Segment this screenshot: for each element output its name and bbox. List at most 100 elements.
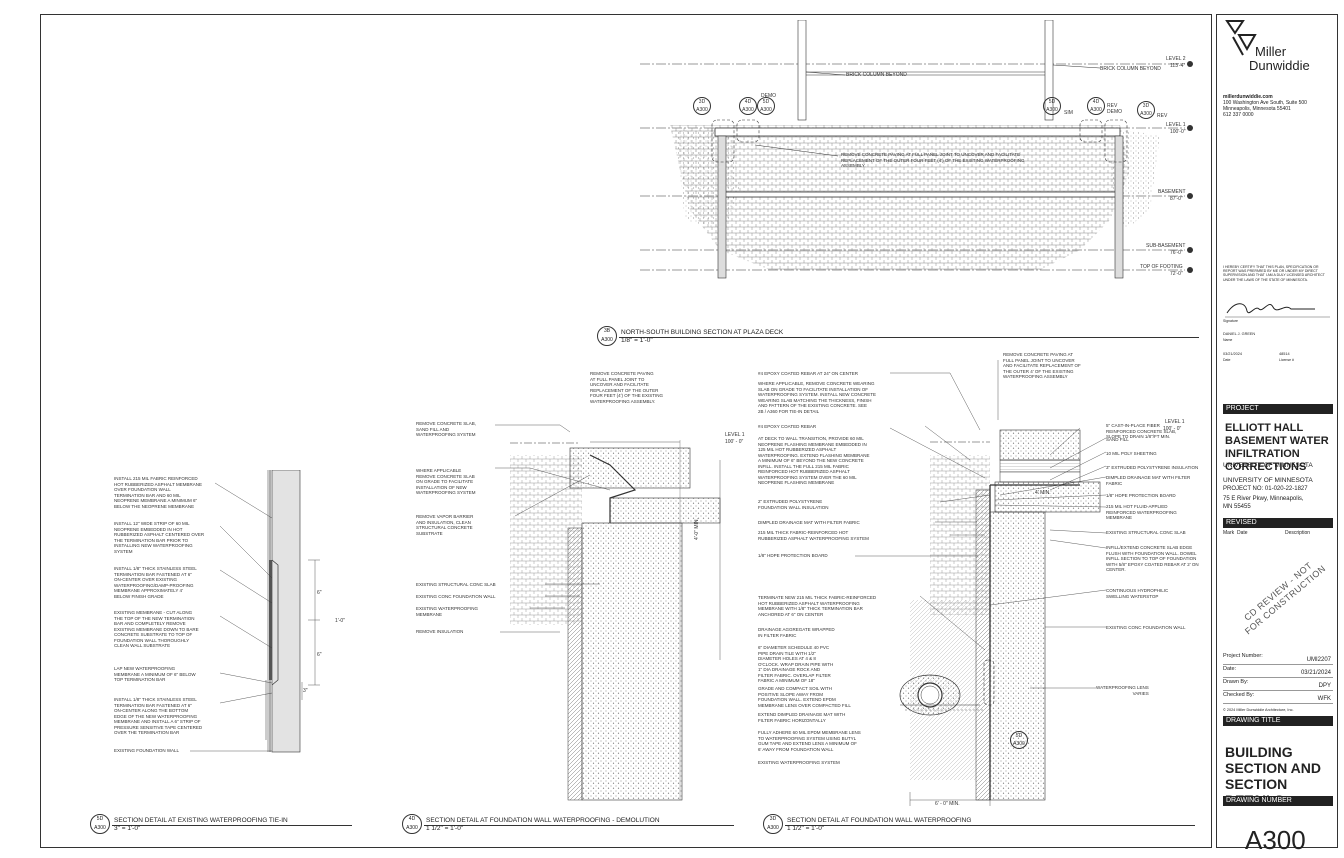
- sim-tag: SIM: [1064, 110, 1073, 116]
- detail-3d-left-note-12: GRADE AND COMPACT SOIL WITH POSITIVE SLO…: [758, 686, 851, 708]
- detail-5d-note-4: EXISTING MEMBRANE - CUT ALONG THE TOP OF…: [114, 610, 199, 648]
- project-header: PROJECT: [1223, 404, 1333, 414]
- detail-3d-left-note-11: 6" DIAMETER SCHEDULE 40 PVC PIPE DRAIN T…: [758, 645, 834, 683]
- detail-4d-note-3: REMOVE VAPOR BARRIER AND INSULATION, CLE…: [416, 514, 474, 536]
- detail-4d-note-1: REMOVE CONCRETE SLAB, SAND FILL AND WATE…: [416, 421, 477, 437]
- detail-3d-right-note-10: CONTINUOUS HYDROPHILIC SWELLING WATERSTO…: [1106, 588, 1169, 599]
- detail-4d-note-4: EXISTING STRUCTURAL CONC SLAB: [416, 582, 496, 587]
- firm-website[interactable]: millerdunwiddie.com: [1223, 94, 1273, 100]
- detail-3d-left-note-14: FULLY ADHERE 60 MIL EPDM MEMBRANE LENS T…: [758, 730, 861, 752]
- firm-logo-icon: [1225, 20, 1257, 56]
- section-3b-remove-note: REMOVE CONCRETE PAVING AT FULL PANEL JOI…: [841, 152, 1025, 168]
- project-title: ELLIOTT HALL BASEMENT WATER INFILTRATION…: [1225, 422, 1329, 473]
- site-address-1: 75 E River Pkwy, Minneapolis,: [1223, 496, 1304, 502]
- level-1-elev: 100'-0": [1170, 129, 1186, 135]
- sign-date: 03/21/2024: [1223, 352, 1243, 356]
- footing-elev: 72'-0": [1170, 271, 1183, 277]
- detail-3d-right-note-8: EXISTING STRUCTURAL CONC SLAB: [1106, 530, 1186, 535]
- detail-5d-note-7: EXISTING FOUNDATION WALL: [114, 748, 180, 753]
- detail-3d-right-note-5: DIMPLED DRAINAGE MAT WITH FILTER FABRIC: [1106, 475, 1191, 486]
- firm-phone: 612 337 0000: [1223, 112, 1254, 118]
- sub-basement-name: SUB-BASEMENT: [1146, 243, 1186, 249]
- detail-5d-scale: 3" = 1'-0": [114, 825, 141, 832]
- detail-4d-leaders: [495, 424, 610, 633]
- detail-5d-note-3: INSTALL 1/8" THICK STAINLESS STEEL TERMI…: [114, 566, 197, 599]
- level-2-elev: 113'-4": [1170, 63, 1186, 69]
- detail-4d-note-2: WHERE APPLICABLE REMOVE CONCRETE SLAB ON…: [416, 468, 476, 495]
- revised-header: REVISED: [1223, 518, 1333, 528]
- basement-name: BASEMENT: [1158, 189, 1186, 195]
- drawing-number-header: DRAWING NUMBER: [1223, 796, 1333, 806]
- rev-tag: REV: [1157, 113, 1168, 119]
- section-3b-scale: 1/8" = 1'-0": [621, 337, 653, 344]
- detail-5d-drawing: [265, 470, 320, 753]
- project-number-text: PROJECT NO: 01-020-22-1827: [1223, 486, 1308, 492]
- detail-3d-right-note-4: 3" EXTRUDED POLYSTYRENE INSULATION: [1106, 465, 1199, 470]
- client-name: UNIVERSITY OF MINNESOTA: [1223, 462, 1313, 469]
- detail-3d-left-note-5: 2" EXTRUDED POLYSTYRENE FOUNDATION WALL …: [758, 499, 829, 510]
- detail-3d-left-note-9: TERMINATE NEW 215 MIL THICK FABRIC-REINF…: [758, 595, 877, 617]
- detail-5d-leaders: [190, 482, 273, 752]
- detail-3d-left-note-7: 215 MIL THICK FABRIC-REINFORCED HOT RUBB…: [758, 530, 869, 541]
- detail-3d-top-note: REMOVE CONCRETE PAVING AT FULL PANEL JOI…: [1003, 352, 1081, 379]
- detail-4d-top-note: REMOVE CONCRETE PAVING AT FULL PANEL JOI…: [590, 371, 663, 404]
- detail-3d-leaders: [855, 372, 1107, 689]
- firm-address-1: 100 Washington Ave South, Suite 500: [1223, 100, 1307, 106]
- detail-4d-level-elev: 100' - 0": [725, 439, 744, 445]
- sub-basement-elev: 76'-0": [1170, 250, 1183, 256]
- detail-3d-right-note-2: SAND FILL: [1106, 437, 1129, 442]
- detail-3d-left-note-1: #4 EPOXY COATED REBAR AT 24" ON CENTER: [758, 371, 859, 376]
- brick-column-note-1: BRICK COLUMN BEYOND: [846, 72, 907, 78]
- license-number: 48514: [1279, 352, 1290, 356]
- rev-demo-tag: REV DEMO: [1107, 103, 1122, 115]
- detail-3d-left-note-3: #4 EPOXY COATED REBAR: [758, 424, 817, 429]
- rev-col-mark: Mark: [1223, 530, 1235, 536]
- name-label: Name: [1223, 338, 1233, 342]
- section-3b-drawing: [640, 20, 1193, 279]
- detail-4d-level-name: LEVEL 1: [725, 432, 745, 438]
- footing-name: TOP OF FOOTING: [1140, 264, 1183, 270]
- detail-3d-left-note-10: DRAINAGE AGGREGATE WRAPPED IN FILTER FAB…: [758, 627, 835, 638]
- client-name-2: UNIVERSITY OF MINNESOTA: [1223, 477, 1313, 484]
- detail-3d-level-name: LEVEL 1: [1165, 419, 1185, 425]
- detail-3d-title-text: SECTION DETAIL AT FOUNDATION WALL WATERP…: [787, 817, 972, 824]
- detail-3d-dim-min: 4' MIN.: [1035, 490, 1051, 496]
- detail-3d-scale: 1 1/2" = 1'-0": [787, 825, 825, 832]
- detail-5d-note-2: INSTALL 12" WIDE STRIP OF 60 MIL NEOPREN…: [114, 521, 205, 554]
- rev-col-date: Date: [1237, 530, 1248, 536]
- detail-3d-level-elev: 100' - 0": [1163, 426, 1182, 432]
- detail-5d-note-1: INSTALL 215 MIL FABRIC REINFORCED HOT RU…: [114, 476, 203, 509]
- detail-3d-right-note-7: 215 MIL HOT FLUID-APPLIED REINFORCED WAT…: [1106, 504, 1177, 520]
- firm-address-2: Minneapolis, Minnesota 55401: [1223, 106, 1291, 112]
- detail-3d-left-note-4: AT DECK TO WALL TRANSITION, PROVIDE 60 M…: [758, 436, 870, 485]
- demo-tag: DEMO: [761, 93, 776, 99]
- detail-3d-right-note-1: 5" CAST-IN-PLACE FIBER REINFORCED CONCRE…: [1106, 423, 1177, 439]
- detail-5d-title-text: SECTION DETAIL AT EXISTING WATERPROOFING…: [114, 817, 288, 824]
- detail-3d-right-note-12: WATERPROOFING LENS VARIES: [1096, 685, 1149, 696]
- detail-4d-title-text: SECTION DETAIL AT FOUNDATION WALL WATERP…: [426, 817, 660, 824]
- detail-3d-left-note-6: DIMPLED DRAINAGE MAT WITH FILTER FABRIC: [758, 520, 860, 525]
- detail-3d-right-note-3: 10 MIL POLY SHEETING: [1106, 451, 1157, 456]
- detail-3d-left-note-2: WHERE APPLICABLE, REMOVE CONCRETE WEARIN…: [758, 381, 877, 414]
- detail-4d-note-6: EXISTING WATERPROOFING MEMBRANE: [416, 606, 479, 617]
- section-3b-title-text: NORTH-SOUTH BUILDING SECTION AT PLAZA DE…: [621, 329, 784, 336]
- detail-3d-right-note-6: 1/8" HDPE PROTECTION BOARD: [1106, 493, 1176, 498]
- brick-column-note-2: BRICK COLUMN BEYOND: [1100, 66, 1161, 72]
- license-label: License #: [1279, 358, 1294, 362]
